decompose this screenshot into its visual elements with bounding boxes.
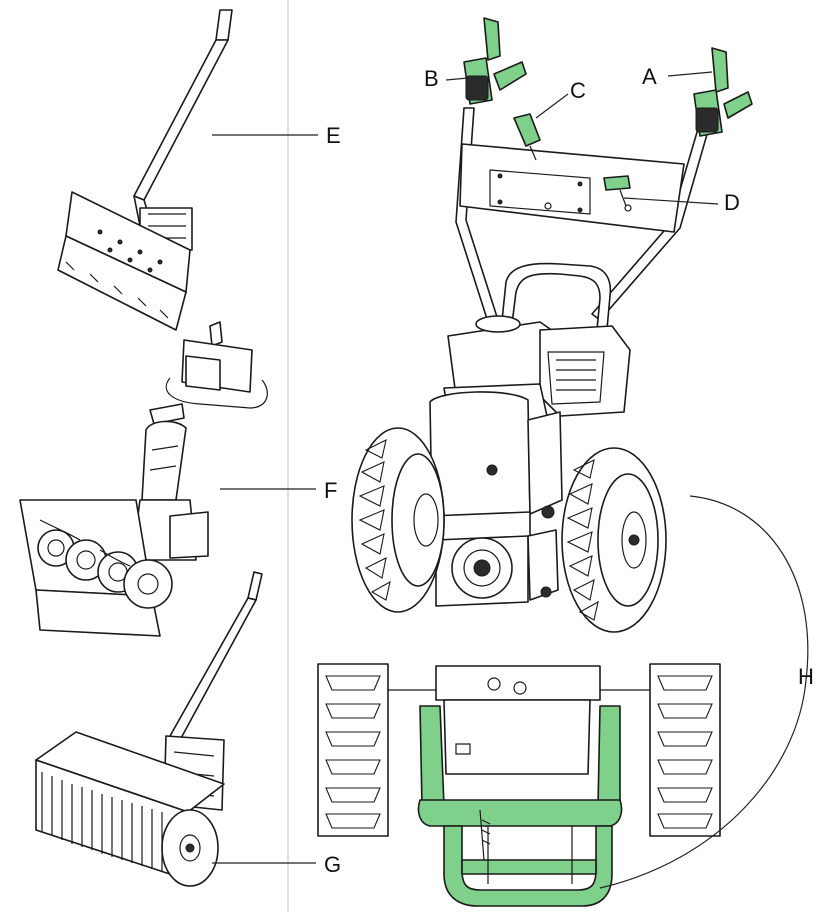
gear-lever-d [603,175,632,212]
label-b: B [424,66,439,91]
label-g: G [324,852,341,877]
right-handle-lever-a [693,47,753,137]
inset-right-tyre [649,663,721,837]
label-c: C [570,78,586,103]
snow-blower-attachment [19,321,268,637]
leader-c [535,93,569,119]
left-handle-lever-b [463,17,527,105]
label-f: F [324,478,337,503]
leader-h [599,495,809,889]
rear-bumper-h [417,705,623,907]
right-wheel [561,447,667,633]
label-d: D [724,190,740,215]
leader-b [445,77,469,81]
label-e: E [326,123,341,148]
label-a: A [642,64,657,89]
throttle-lever-c [513,113,541,161]
inset-left-tyre [317,663,389,837]
left-wheel [351,427,445,613]
inset-chassis [388,665,650,775]
leader-d [623,197,719,205]
snow-plough-attachment [57,9,233,331]
handlebar-frame [455,107,711,323]
rotary-sweeper-attachment [35,571,263,887]
leader-a [667,71,713,77]
chassis-housing [429,391,563,607]
label-h: H [798,664,814,689]
